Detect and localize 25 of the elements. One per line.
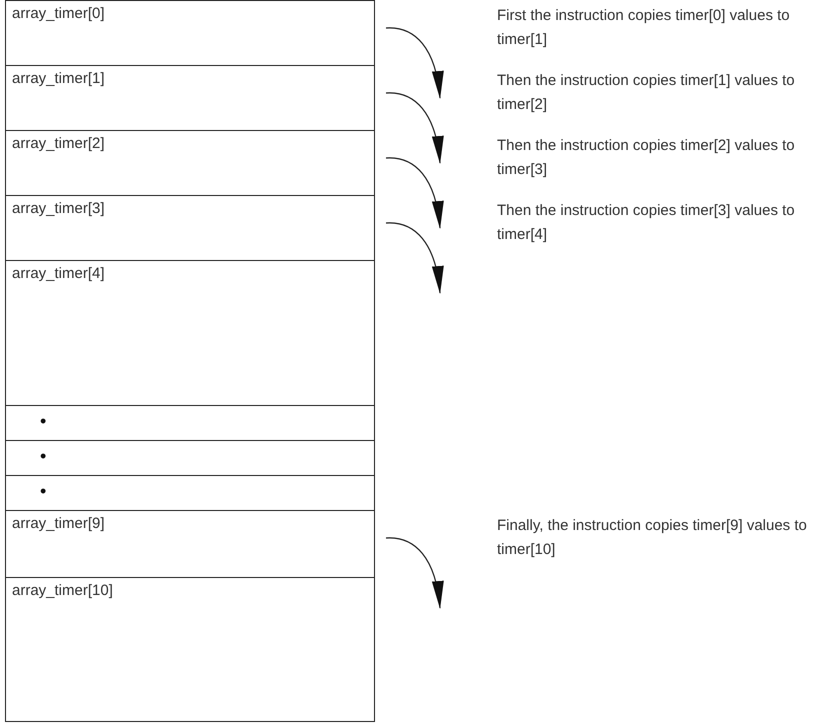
element-label: array_timer[0] xyxy=(12,5,105,22)
ellipsis-dot: • xyxy=(40,481,46,501)
array-element-box xyxy=(5,195,375,262)
element-label: array_timer[3] xyxy=(12,200,105,217)
ellipsis-dot: • xyxy=(40,411,46,431)
ellipsis-dot: • xyxy=(40,446,46,466)
array-element-box xyxy=(5,65,375,132)
array-element-box xyxy=(5,510,375,578)
array-element-box xyxy=(5,475,375,512)
element-label: array_timer[1] xyxy=(12,70,105,87)
array-element-box xyxy=(5,260,375,406)
element-label: array_timer[4] xyxy=(12,265,105,282)
array-element-box xyxy=(5,577,375,722)
array-element-box xyxy=(5,405,375,442)
element-label: array_timer[9] xyxy=(12,515,105,532)
note-text: Then the instruction copies timer[1] values to timer[2] xyxy=(497,71,796,115)
array-element-box xyxy=(5,440,375,476)
array-element-box xyxy=(5,130,375,196)
note-text: Finally, the instruction copies timer[9] values to timer[10] xyxy=(497,516,808,560)
element-label: array_timer[2] xyxy=(12,135,105,152)
array-element-box xyxy=(5,0,375,66)
note-text: Then the instruction copies timer[3] values to timer[4] xyxy=(497,201,796,245)
element-label: array_timer[10] xyxy=(12,582,113,599)
note-text: First the instruction copies timer[0] values to timer[1] xyxy=(497,6,791,50)
note-text: Then the instruction copies timer[2] values to timer[3] xyxy=(497,136,796,180)
